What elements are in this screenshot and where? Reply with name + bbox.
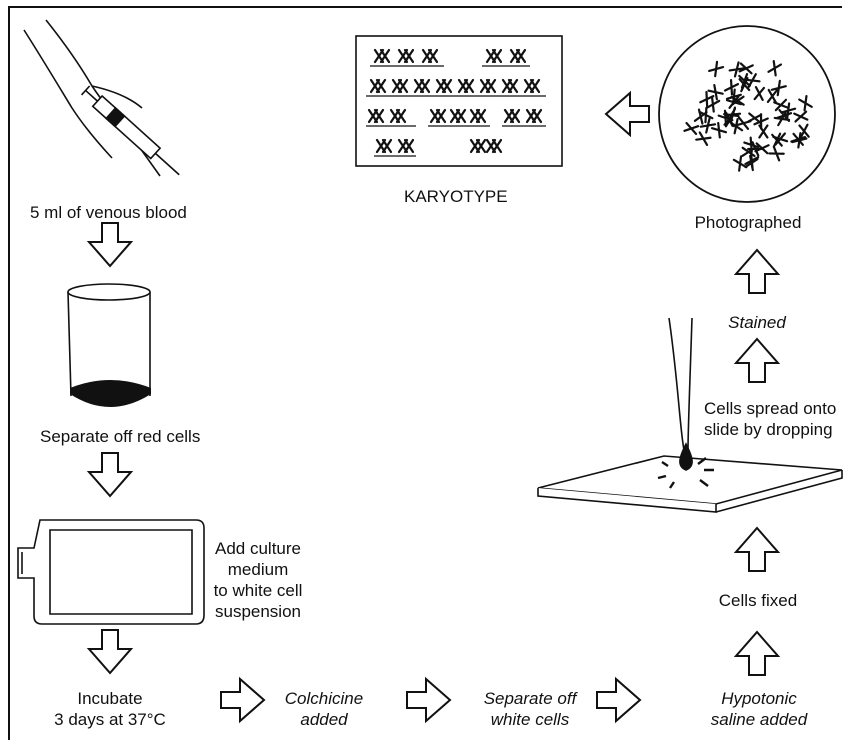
label-separate-white: Separate off white cells: [468, 688, 592, 730]
metaphase-spread-icon: [658, 25, 836, 203]
label-incubate: Incubate 3 days at 37°C: [30, 688, 190, 730]
culture-flask-icon: [17, 519, 205, 625]
arrow-up-icon: [735, 338, 779, 383]
label-stained: Stained: [728, 313, 786, 332]
arrow-right-icon: [220, 678, 265, 722]
pipette-drop-icon: [657, 317, 714, 489]
label-line: added: [300, 710, 348, 729]
karyotype-chart-icon: [355, 35, 563, 167]
label-line: 3 days at 37°C: [54, 710, 166, 729]
label-photographed: Photographed: [694, 213, 802, 232]
label-line: Incubate: [77, 689, 143, 708]
arrow-down-icon: [88, 222, 132, 267]
label-hypotonic: Hypotonic saline added: [698, 688, 820, 730]
label-add-culture: Add culture medium to white cell suspens…: [196, 538, 320, 622]
label-cells-fixed: Cells fixed: [718, 591, 798, 610]
label-line: suspension: [214, 602, 301, 621]
blood-tube-icon: [67, 283, 151, 407]
label-line: Colchicine: [284, 689, 364, 708]
label-venous-blood: 5 ml of venous blood: [30, 203, 187, 222]
label-line: saline added: [710, 710, 808, 729]
arrow-right-icon: [596, 678, 641, 722]
label-karyotype: KARYOTYPE: [404, 187, 508, 206]
label-colchicine: Colchicine added: [274, 688, 374, 730]
arrow-up-icon: [735, 631, 779, 676]
arrow-left-icon: [605, 92, 650, 136]
arrow-right-icon: [406, 678, 451, 722]
label-line: Cells spread onto: [704, 399, 837, 418]
label-cells-spread: Cells spread onto slide by dropping: [704, 398, 836, 440]
label-separate-red: Separate off red cells: [40, 427, 201, 446]
arrow-down-icon: [88, 629, 132, 674]
label-line: to white cell: [213, 581, 303, 600]
arrow-up-icon: [735, 527, 779, 572]
diagram-frame: [8, 6, 842, 740]
label-line: Hypotonic: [721, 689, 797, 708]
arrow-down-icon: [88, 452, 132, 497]
label-line: Separate off: [483, 689, 577, 708]
label-line: slide by dropping: [704, 420, 833, 439]
label-line: medium: [227, 560, 289, 579]
syringe-icon: [23, 19, 180, 177]
label-line: Add culture: [215, 539, 301, 558]
microscope-slide-icon: [537, 455, 843, 513]
label-line: white cells: [490, 710, 570, 729]
arrow-up-icon: [735, 249, 779, 294]
